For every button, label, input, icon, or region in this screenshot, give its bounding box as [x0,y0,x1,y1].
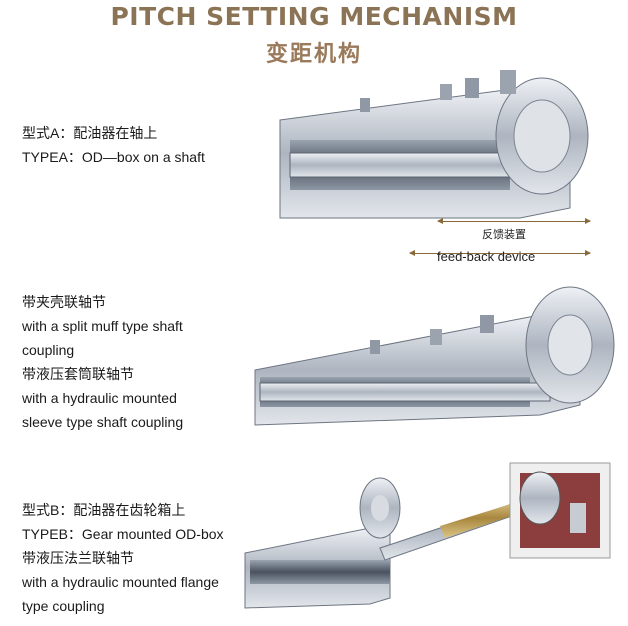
type-a-heading-en: TYPEA：OD—box on a shaft [22,149,205,165]
flange-text-1: with a hydraulic mounted flange [22,574,219,590]
feedback-span-arrow-lower [409,250,591,256]
type-b-mechanism-illustration [244,462,611,609]
type-a-heading-zh: 型式A：配油器在轴上 [22,125,158,141]
top-bolts [370,315,494,354]
feedback-span-arrow-upper [437,218,591,224]
flange-text-2: type coupling [22,598,105,614]
sleeve-text-2: sleeve type shaft coupling [22,414,184,430]
page-title: PITCH SETTING MECHANISM [110,2,518,31]
coupling-mechanism-illustration [254,286,615,426]
type-b-description: 型式B：配油器在齿轮箱上 TYPEB：Gear mounted OD-box 带… [22,498,224,618]
gearbox-od-box [509,462,611,559]
coupling-description: 带夹壳联轴节 with a split muff type shaft coup… [22,290,183,434]
type-b-heading-en: TYPEB：Gear mounted OD-box [22,526,224,542]
flange-disc [495,77,589,195]
type-a-mechanism-illustration [279,70,589,219]
split-muff-text-2: coupling [22,342,75,358]
feedback-label-zh: 反馈装置 [482,229,526,241]
split-muff-heading-zh: 带夹壳联轴节 [22,294,106,310]
type-a-description: 型式A：配油器在轴上 TYPEA：OD—box on a shaft [22,121,205,169]
feedback-label-en: feed-back device [437,249,536,264]
sleeve-heading-zh: 带液压套筒联轴节 [22,366,134,382]
shaft-housing [254,314,581,426]
page-subtitle-zh: 变距机构 [265,42,362,67]
sleeve-text-1: with a hydraulic mounted [22,390,177,406]
end-flange [525,286,615,404]
top-fittings [360,70,516,112]
shaft-assembly [244,497,536,609]
flange-heading-zh: 带液压法兰联轴节 [22,550,134,566]
type-b-heading-zh: 型式B：配油器在齿轮箱上 [22,502,186,518]
flange-coupling [359,477,401,539]
split-muff-text-1: with a split muff type shaft [22,318,183,334]
